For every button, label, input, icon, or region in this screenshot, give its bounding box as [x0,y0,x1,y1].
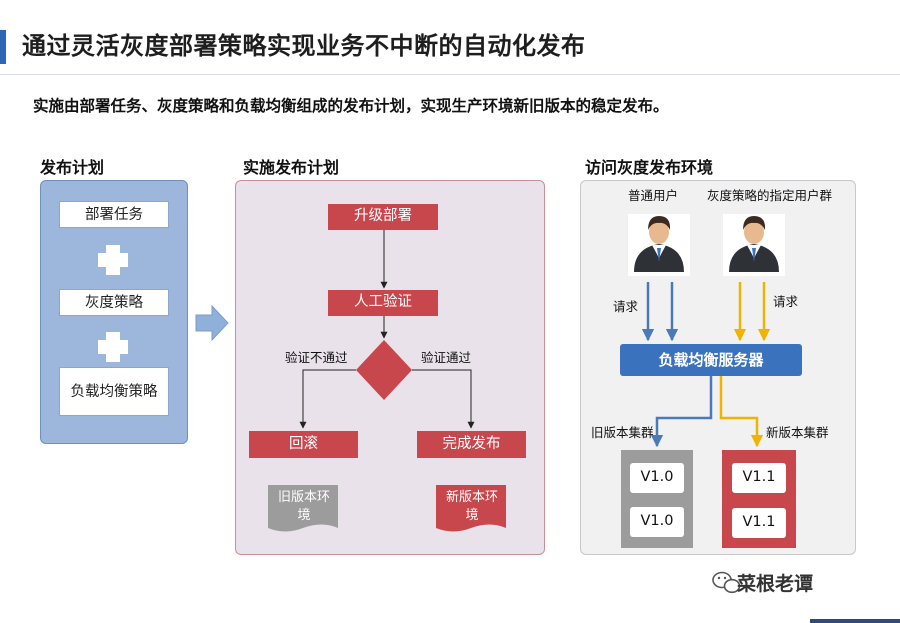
old-cluster-label: 旧版本集群 [591,425,654,440]
verify-fail-label: 验证不通过 [285,350,348,365]
gray-users-label: 灰度策略的指定用户群 [707,188,833,203]
user-avatar-icon [723,214,785,276]
request-right-label: 请求 [773,294,799,309]
wechat-icon [712,571,741,594]
old-env-document [268,485,338,532]
bottom-strip [810,619,900,623]
verify-pass-label: 验证通过 [421,350,472,365]
plus-icon [98,245,128,275]
request-left-label: 请求 [613,299,639,314]
normal-users-label: 普通用户 [628,188,679,203]
new-version-node: V1.1 [732,508,786,538]
old-version-node: V1.0 [630,463,684,493]
rollback-box: 回滚 [249,431,358,458]
plan-item-lb-strategy: 负载均衡策略 [59,367,169,416]
decision-diamond [356,340,412,400]
user-avatar-icon [628,214,690,276]
title-divider [0,74,900,75]
new-version-node: V1.1 [732,463,786,493]
new-env-document [436,485,506,532]
plan-heading: 发布计划 [40,158,105,177]
plan-item-deploy-task: 部署任务 [59,201,169,228]
access-heading: 访问灰度发布环境 [585,158,714,177]
old-version-node: V1.0 [630,507,684,537]
manual-verify-box: 人工验证 [328,290,438,316]
new-env-label: 新版本环境 [445,490,498,523]
upgrade-deploy-box: 升级部署 [328,204,438,230]
page-title: 通过灵活灰度部署策略实现业务不中断的自动化发布 [22,32,586,60]
complete-release-box: 完成发布 [417,431,526,458]
page-subtitle: 实施由部署任务、灰度策略和负载均衡组成的发布计划，实现生产环境新旧版本的稳定发布… [33,97,669,115]
right-arrow-icon [195,304,229,342]
new-cluster-label: 新版本集群 [766,425,829,440]
exec-heading: 实施发布计划 [243,158,340,177]
load-balancer-box: 负载均衡服务器 [620,344,802,376]
title-accent-bar [0,30,6,64]
plus-icon [98,332,128,362]
plan-item-gray-strategy: 灰度策略 [59,289,169,316]
watermark-text: 菜根老谭 [737,573,814,595]
old-env-label: 旧版本环境 [277,490,330,523]
